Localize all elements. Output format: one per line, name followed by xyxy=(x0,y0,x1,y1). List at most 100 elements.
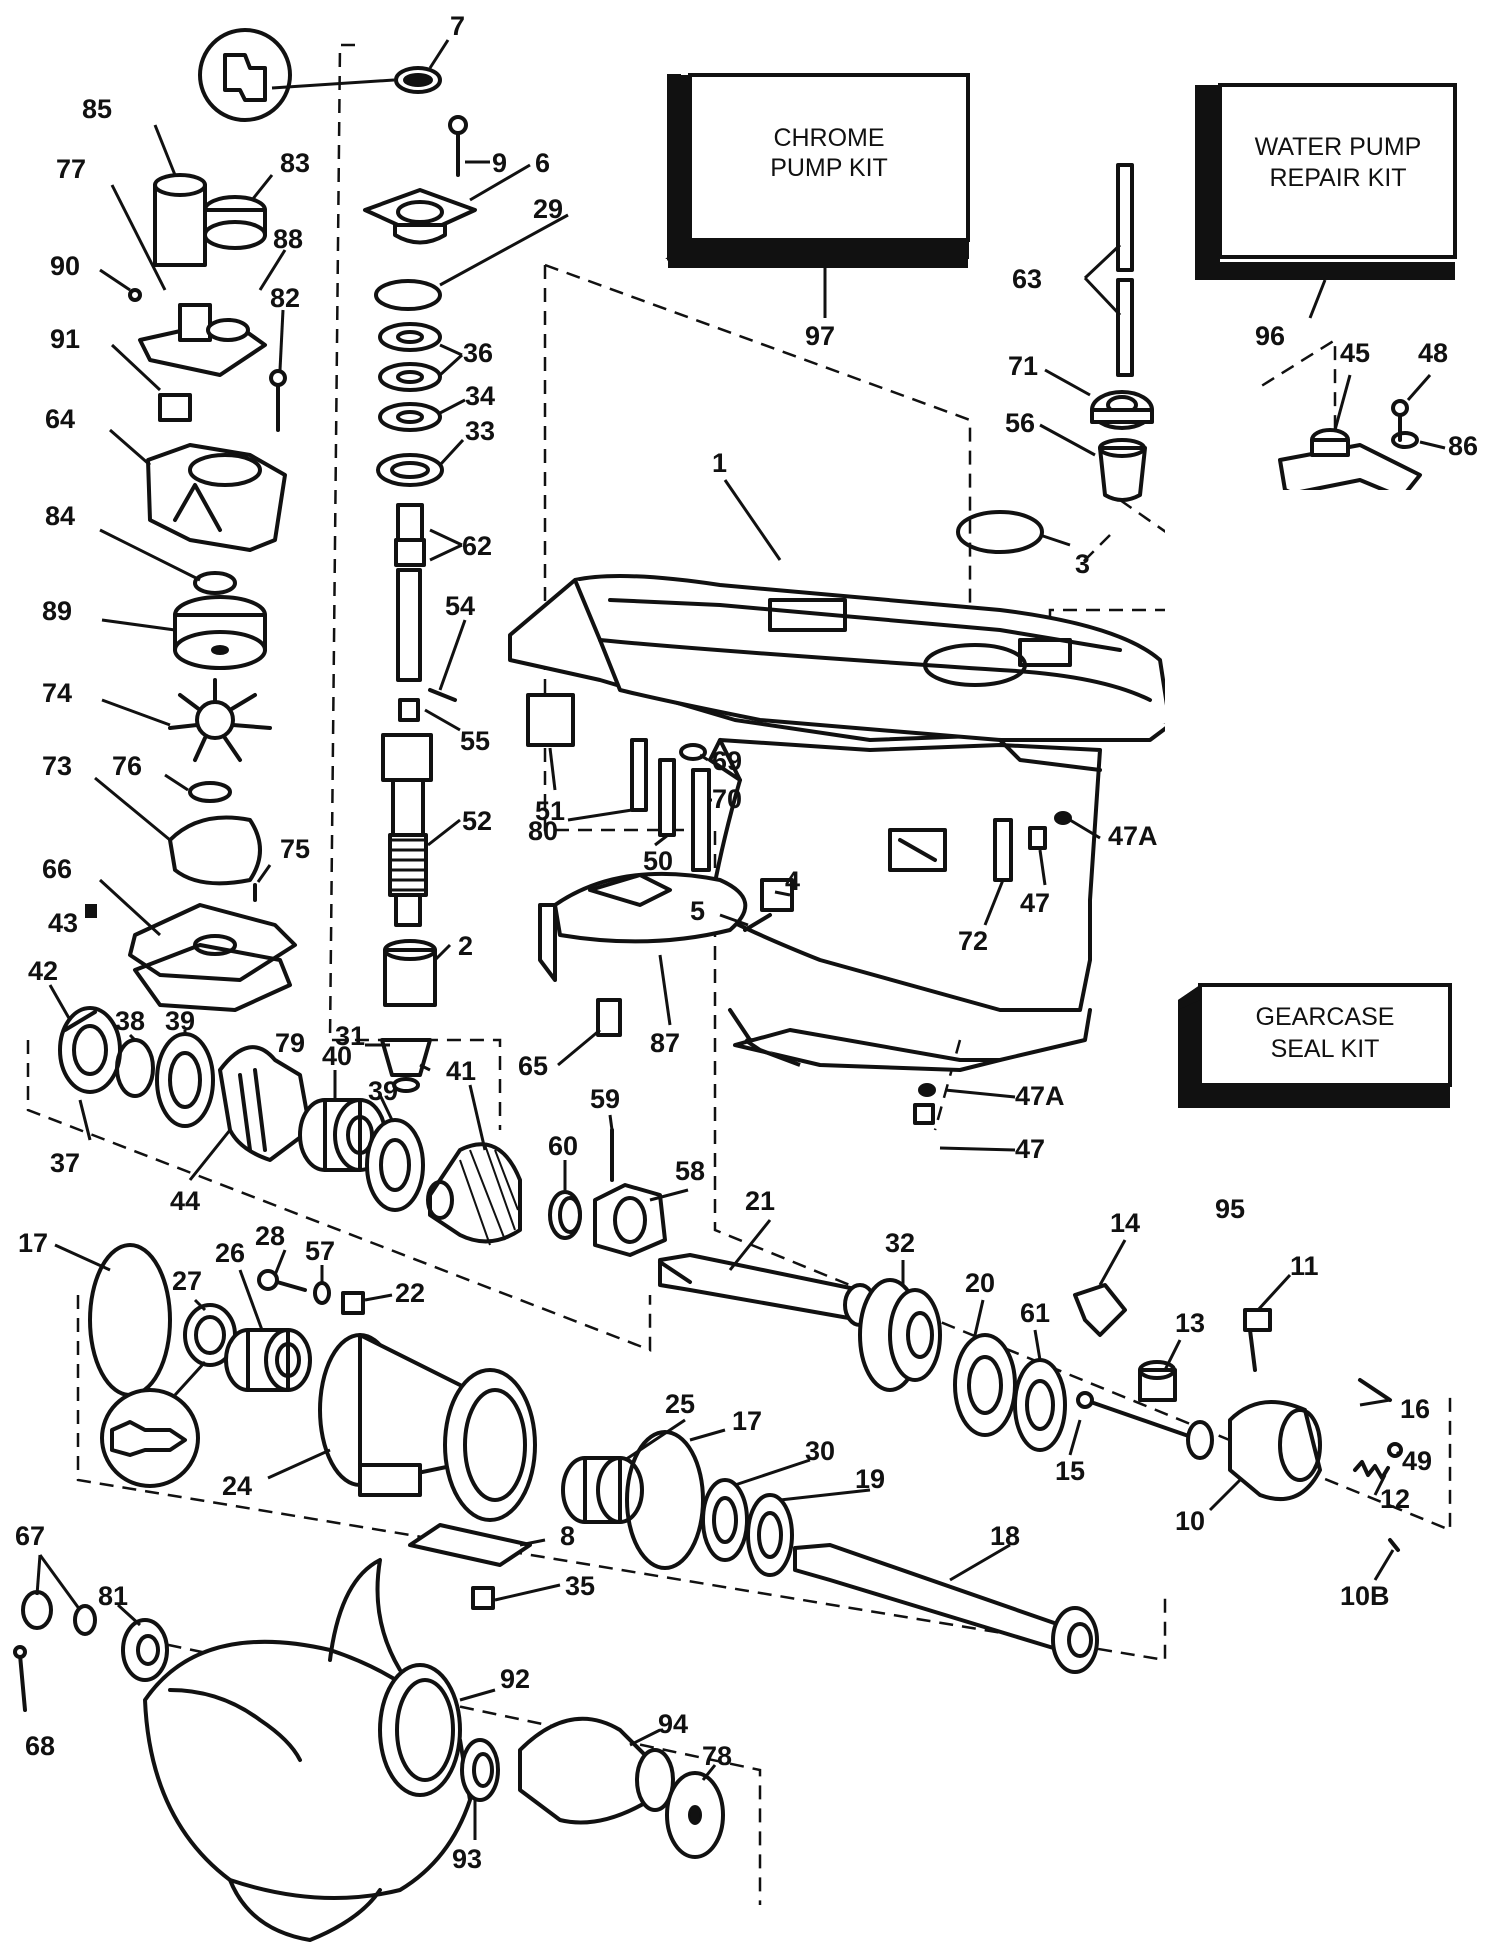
label-9: 9 xyxy=(492,148,507,178)
kit-box-chrome-pump: CHROME PUMP KIT 97 xyxy=(665,73,970,351)
label-49: 49 xyxy=(1402,1446,1432,1476)
label-30: 30 xyxy=(805,1436,835,1466)
part-bolt-82 xyxy=(269,369,287,432)
part-labels: 7 85 83 9 6 29 77 88 90 82 91 36 34 33 6… xyxy=(15,11,1478,1874)
part-anode-8 xyxy=(408,1523,532,1567)
part-trim-tab-87 xyxy=(538,871,748,982)
part-oring-3 xyxy=(956,510,1044,554)
label-51: 51 xyxy=(535,796,565,826)
label-3: 3 xyxy=(1075,549,1090,579)
label-35: 35 xyxy=(565,1571,595,1601)
part-detent-13 xyxy=(1138,1360,1177,1402)
label-29: 29 xyxy=(533,194,563,224)
label-15: 15 xyxy=(1055,1456,1085,1486)
label-96: 96 xyxy=(1255,321,1285,351)
label-39a: 39 xyxy=(165,1006,195,1036)
label-19: 19 xyxy=(855,1464,885,1494)
part-cotter-68 xyxy=(13,1645,27,1712)
label-65: 65 xyxy=(518,1051,548,1081)
label-71: 71 xyxy=(1008,351,1038,381)
label-69: 69 xyxy=(712,746,742,776)
part-propeller xyxy=(143,1558,472,1942)
label-47-bottom: 47 xyxy=(1015,1134,1045,1164)
label-57: 57 xyxy=(305,1236,335,1266)
label-77: 77 xyxy=(56,154,86,184)
label-93: 93 xyxy=(452,1844,482,1874)
label-94: 94 xyxy=(658,1709,688,1739)
label-28: 28 xyxy=(255,1221,285,1251)
part-bearing-33 xyxy=(376,453,444,487)
label-58: 58 xyxy=(675,1156,705,1186)
label-52: 52 xyxy=(462,806,492,836)
detail-circle-top xyxy=(198,28,395,122)
label-92: 92 xyxy=(500,1664,530,1694)
label-2: 2 xyxy=(458,931,473,961)
label-13: 13 xyxy=(1175,1308,1205,1338)
part-shift-rod-11 xyxy=(1243,1308,1272,1372)
kit-box-water-pump: WATER PUMP REPAIR KIT 96 xyxy=(1195,83,1457,351)
label-60: 60 xyxy=(548,1131,578,1161)
label-47A-bottom: 47A xyxy=(1015,1081,1065,1111)
label-56: 56 xyxy=(1005,408,1035,438)
part-bearing-40 xyxy=(298,1098,387,1172)
kit-gearcase-line1-visible: GEARCASE xyxy=(1256,1003,1395,1031)
label-32: 32 xyxy=(885,1228,915,1258)
kit-chrome-line2: PUMP KIT xyxy=(770,154,888,182)
part-impeller-74 xyxy=(168,678,272,762)
part-seal-42 xyxy=(58,1006,122,1094)
label-95: 95 xyxy=(1215,1194,1245,1224)
label-14: 14 xyxy=(1110,1208,1140,1238)
label-8: 8 xyxy=(560,1521,575,1551)
part-stud-70 xyxy=(691,768,711,872)
part-screw-28 xyxy=(257,1269,307,1292)
part-gasket-73 xyxy=(168,815,262,886)
label-22: 22 xyxy=(395,1278,425,1308)
part-hub-94 xyxy=(518,1716,675,1825)
label-24: 24 xyxy=(222,1471,252,1501)
part-bearing-44 xyxy=(218,1045,312,1162)
label-16: 16 xyxy=(1400,1394,1430,1424)
label-74: 74 xyxy=(42,678,72,708)
label-10: 10 xyxy=(1175,1506,1205,1536)
label-68: 68 xyxy=(25,1731,55,1761)
label-86: 86 xyxy=(1448,431,1478,461)
part-gear-32 xyxy=(858,1278,942,1392)
part-pinion-31 xyxy=(380,1038,432,1093)
part-bearing-2 xyxy=(383,939,437,1007)
part-driveshaft-62-55 xyxy=(381,503,457,927)
label-10B: 10B xyxy=(1340,1581,1390,1611)
kit-water-line2: REPAIR KIT xyxy=(1269,164,1406,192)
kit-chrome-line1: CHROME xyxy=(773,124,884,152)
label-91: 91 xyxy=(50,324,80,354)
label-27: 27 xyxy=(172,1266,202,1296)
label-41: 41 xyxy=(446,1056,476,1086)
label-39b: 39 xyxy=(368,1076,398,1106)
label-54: 54 xyxy=(445,591,475,621)
label-64: 64 xyxy=(45,404,75,434)
part-washers-36-34 xyxy=(378,322,442,432)
label-26: 26 xyxy=(215,1238,245,1268)
part-cover-77 xyxy=(128,288,267,377)
label-85: 85 xyxy=(82,94,112,124)
part-stud-80 xyxy=(630,738,648,812)
label-45: 45 xyxy=(1340,338,1370,368)
part-liner-85 xyxy=(153,173,207,267)
label-83: 83 xyxy=(280,148,310,178)
label-25: 25 xyxy=(665,1389,695,1419)
label-66: 66 xyxy=(42,854,72,884)
part-plug-47b xyxy=(913,1083,936,1125)
label-20: 20 xyxy=(965,1268,995,1298)
part-gear-41 xyxy=(426,1142,522,1246)
label-11: 11 xyxy=(1290,1251,1319,1281)
label-7: 7 xyxy=(450,11,465,41)
label-44: 44 xyxy=(170,1186,200,1216)
label-73: 73 xyxy=(42,751,72,781)
part-oring-29 xyxy=(374,279,442,311)
part-cap-51 xyxy=(526,693,575,747)
label-75: 75 xyxy=(280,834,310,864)
label-1: 1 xyxy=(712,448,727,478)
label-89: 89 xyxy=(42,596,72,626)
label-62: 62 xyxy=(462,531,492,561)
part-screw-5 xyxy=(743,913,772,932)
